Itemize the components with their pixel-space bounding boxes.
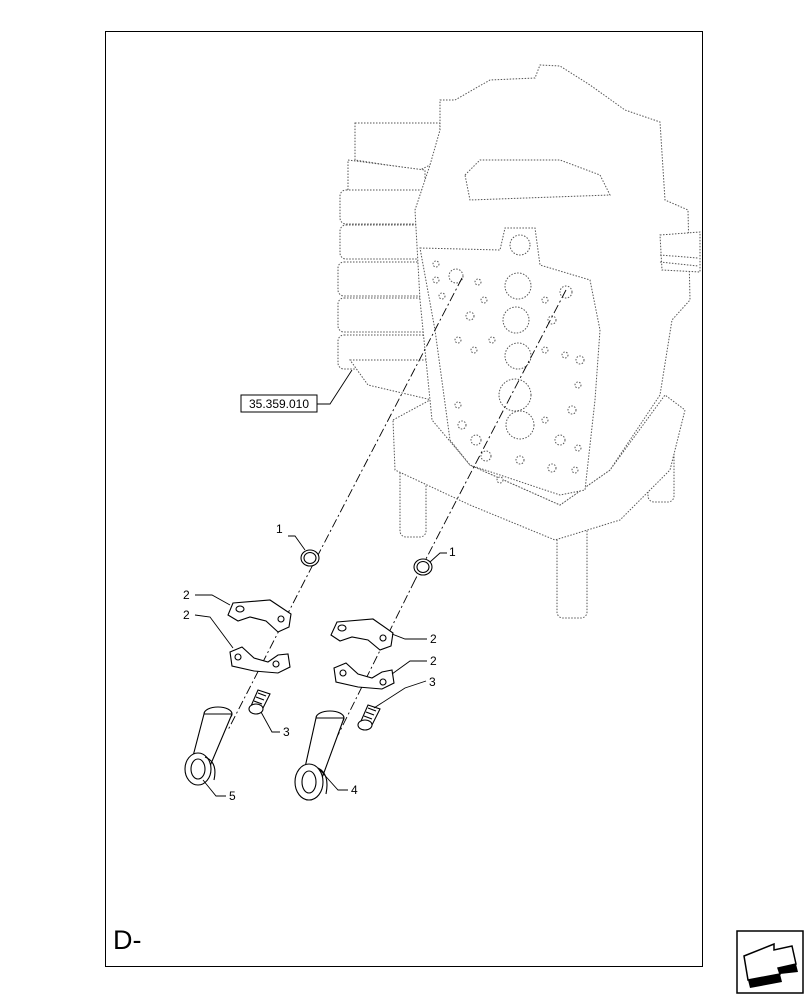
diagram-frame (105, 31, 703, 967)
reference-callout[interactable]: 35.359.010 (240, 369, 353, 413)
o-ring-right[interactable] (413, 558, 433, 576)
callout-5: 5 (229, 789, 236, 803)
hose-fitting-5[interactable] (184, 706, 233, 786)
section-label: D- (113, 925, 142, 955)
next-page-button[interactable] (736, 930, 804, 994)
cap-screw-right[interactable] (357, 704, 381, 731)
cap-screw-left[interactable] (248, 689, 271, 715)
flange-half-upper-left[interactable] (227, 599, 292, 633)
assembly-axes (227, 277, 567, 736)
callout-2-lower-right: 2 (430, 654, 437, 668)
callout-3-right: 3 (429, 675, 436, 689)
valve-block-ghost (337, 64, 701, 619)
callout-1-right: 1 (449, 545, 456, 559)
callout-2-lower-left: 2 (183, 608, 190, 622)
reference-label: 35.359.010 (249, 397, 309, 411)
callout-numbers: 1 1 2 2 2 2 3 3 4 5 (183, 522, 456, 803)
hose-fitting-4[interactable] (294, 710, 345, 801)
flange-half-lower-right[interactable] (333, 662, 395, 690)
o-ring-left[interactable] (300, 549, 320, 567)
callout-4: 4 (351, 783, 358, 797)
callout-2-upper-left: 2 (183, 588, 190, 602)
callout-2-upper-right: 2 (430, 632, 437, 646)
callout-leaders (194, 535, 447, 797)
flange-half-lower-left[interactable] (229, 646, 291, 674)
callout-3-left: 3 (283, 725, 290, 739)
next-page-arrow-icon (736, 930, 804, 994)
flange-half-upper-right[interactable] (330, 618, 394, 651)
callout-1-left: 1 (276, 522, 283, 536)
